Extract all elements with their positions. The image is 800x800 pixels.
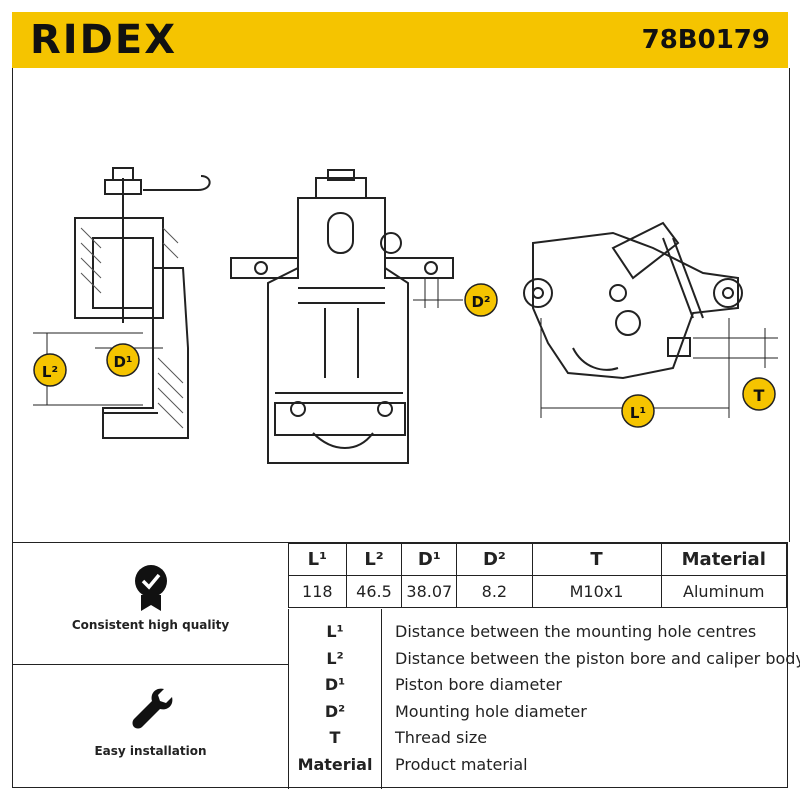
caliper-drawing: L² D¹ D² L¹ T	[33, 167, 778, 464]
spec-header-row: L¹ L² D¹ D² T Material	[288, 543, 788, 576]
spec-value-d2: 8.2	[456, 575, 533, 608]
spec-header-l1: L¹	[288, 543, 347, 576]
marker-t: T	[742, 377, 776, 411]
legend-divider	[381, 609, 382, 789]
marker-d2: D²	[464, 283, 498, 317]
spec-value-t: M10x1	[531, 575, 662, 608]
dimension-legend: L¹ Distance between the mounting hole ce…	[288, 609, 800, 789]
marker-d2-label: D²	[471, 293, 490, 311]
spec-value-l2: 46.5	[345, 575, 403, 608]
marker-d1-label: D¹	[113, 353, 132, 371]
marker-t-label: T	[754, 386, 765, 405]
spec-value-l1: 118	[288, 575, 347, 608]
legend-key: L²	[326, 649, 344, 668]
legend-row: T Thread size	[289, 725, 790, 751]
legend-description: Thread size	[395, 728, 488, 747]
legend-row: D¹ Piston bore diameter	[289, 672, 790, 698]
caliper-side-view	[523, 221, 778, 418]
info-section: Consistent high quality Easy installatio…	[12, 542, 800, 789]
caliper-section-view	[33, 167, 211, 439]
marker-l2: L²	[33, 353, 67, 387]
spec-table: L¹ L² D¹ D² T Material 118 46.5 38.07 8.…	[288, 543, 788, 608]
marker-d1: D¹	[106, 343, 140, 377]
legend-row: Material Product material	[289, 752, 790, 778]
legend-key: D²	[324, 702, 346, 721]
spec-header-material: Material	[660, 543, 788, 576]
legend-row: L¹ Distance between the mounting hole ce…	[289, 619, 790, 645]
quality-badge-icon	[134, 565, 167, 611]
spec-value-material: Aluminum	[660, 575, 788, 608]
legend-key: L¹	[326, 622, 344, 641]
legend-key: T	[329, 728, 341, 747]
feature-quality: Consistent high quality	[13, 563, 288, 632]
feature-quality-label: Consistent high quality	[71, 618, 230, 632]
legend-key: Material	[297, 755, 373, 774]
legend-key: D¹	[324, 675, 346, 694]
caliper-front-view	[230, 169, 463, 464]
part-number: 78B0179	[641, 25, 770, 55]
spec-header-l2: L²	[345, 543, 403, 576]
legend-description: Mounting hole diameter	[395, 702, 587, 721]
dimension-markers: L² D¹ D² L¹ T	[33, 283, 776, 428]
technical-drawing: L² D¹ D² L¹ T	[12, 68, 790, 542]
spec-value-d1: 38.07	[401, 575, 458, 608]
spec-value-row: 118 46.5 38.07 8.2 M10x1 Aluminum	[288, 575, 788, 608]
feature-installation: Easy installation	[13, 685, 288, 758]
feature-divider	[13, 664, 288, 665]
legend-row: L² Distance between the piston bore and …	[289, 646, 800, 672]
spec-header-d2: D²	[456, 543, 533, 576]
marker-l1: L¹	[621, 394, 655, 428]
marker-l1-label: L¹	[630, 404, 646, 422]
spec-header-t: T	[531, 543, 662, 576]
header-bar: RIDEX 78B0179	[12, 12, 788, 68]
wrench-icon	[132, 688, 172, 729]
legend-description: Product material	[395, 755, 528, 774]
legend-row: D² Mounting hole diameter	[289, 699, 790, 725]
legend-description: Distance between the mounting hole centr…	[395, 622, 757, 641]
legend-description: Piston bore diameter	[395, 675, 562, 694]
feature-installation-label: Easy installation	[94, 744, 207, 758]
spec-header-d1: D¹	[401, 543, 458, 576]
brand-logo: RIDEX	[30, 17, 178, 63]
legend-description: Distance between the piston bore and cal…	[395, 649, 800, 668]
marker-l2-label: L²	[42, 363, 58, 381]
